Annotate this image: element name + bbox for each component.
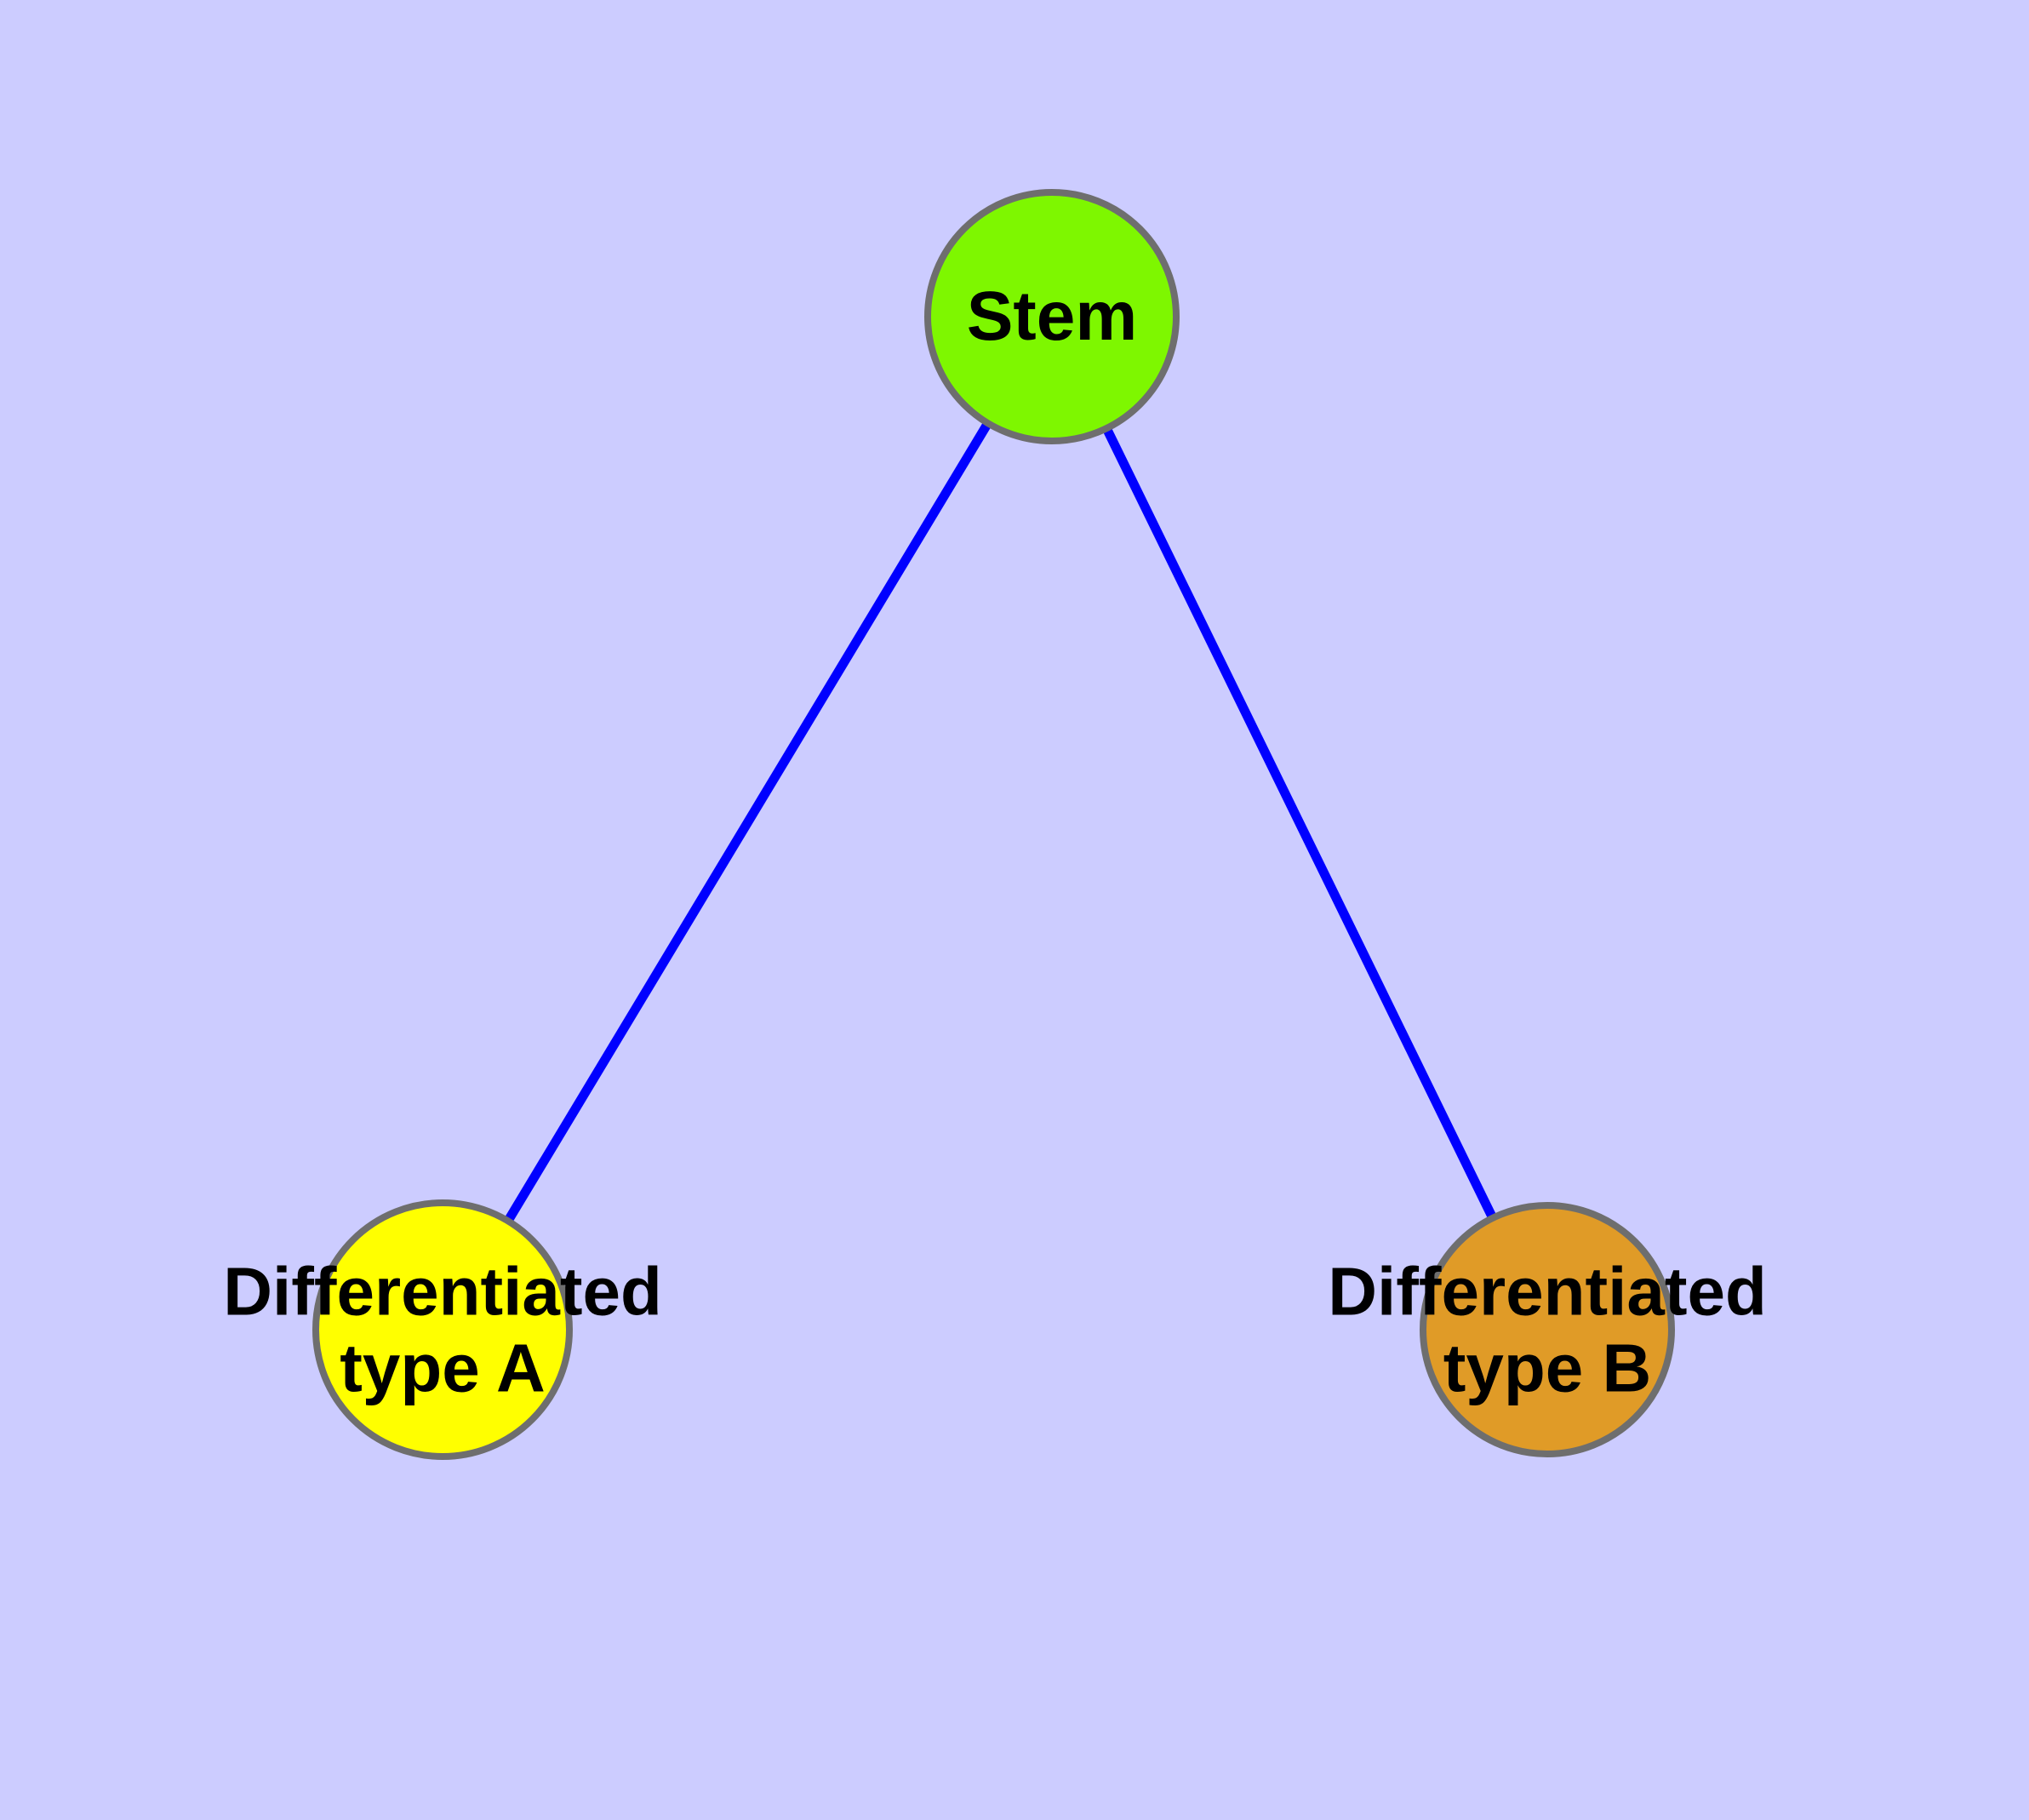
node-type-b[interactable] xyxy=(1420,1202,1675,1457)
edge-stem-to-type-b[interactable] xyxy=(1102,426,1497,1221)
node-layer xyxy=(312,189,1675,1460)
edge-layer xyxy=(504,421,1497,1224)
edge-stem-to-type-a[interactable] xyxy=(504,421,992,1224)
node-type-a[interactable] xyxy=(312,1199,573,1460)
node-stem[interactable] xyxy=(924,189,1180,444)
